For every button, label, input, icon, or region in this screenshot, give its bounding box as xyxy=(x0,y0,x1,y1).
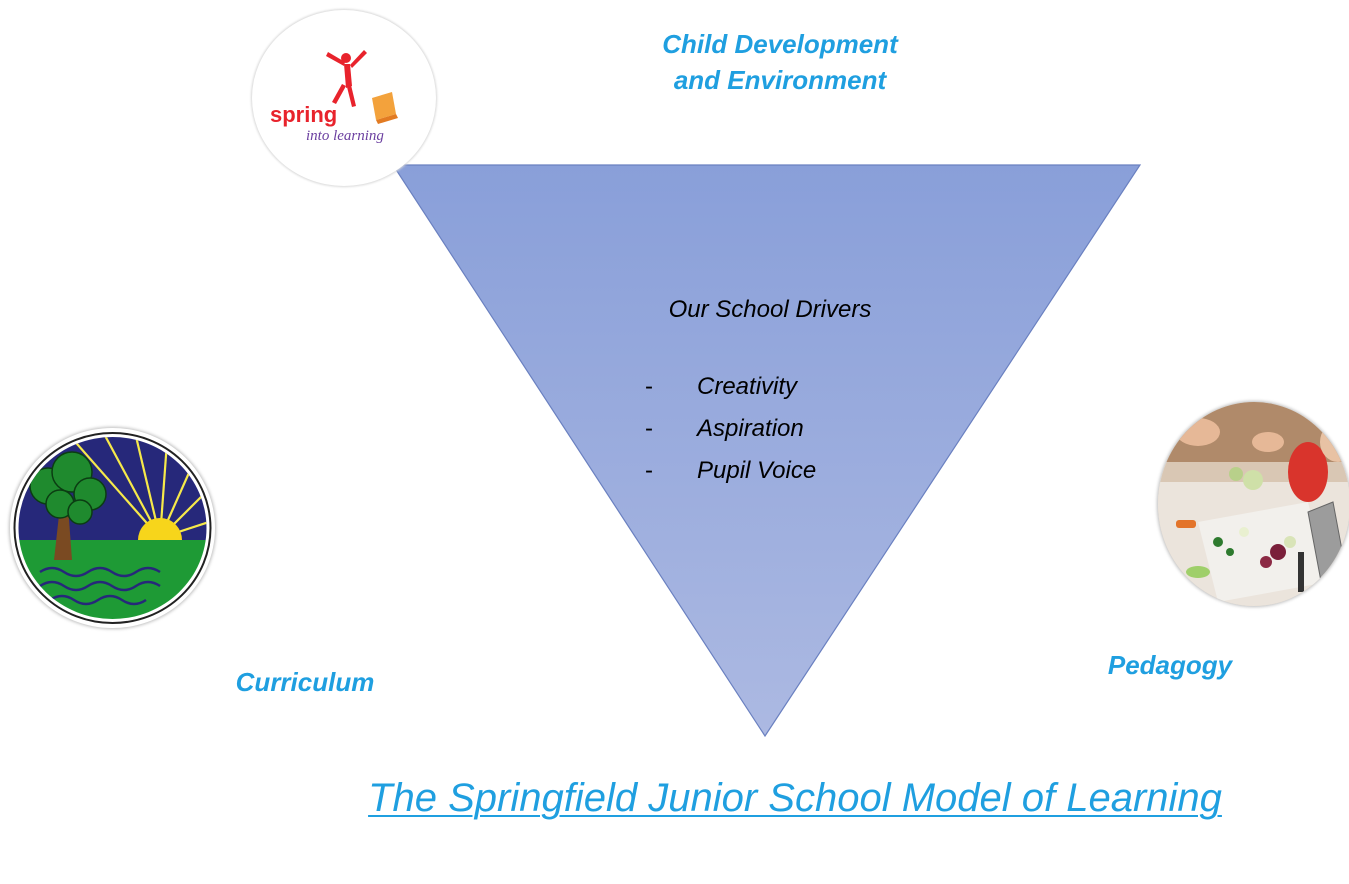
driver-item: - Pupil Voice xyxy=(645,450,816,492)
children-cutting-vegetables-photo-icon xyxy=(1158,402,1349,606)
list-bullet: - xyxy=(645,373,653,400)
driver-item: - Creativity xyxy=(645,366,816,408)
drivers-list: - Creativity - Aspiration - Pupil Voice xyxy=(645,366,816,492)
jumping-figure-icon xyxy=(326,50,367,107)
driver-item: - Aspiration xyxy=(645,408,816,450)
label-pedagogy: Pedagogy xyxy=(1107,650,1233,680)
knife-icon xyxy=(1298,552,1304,592)
grater-icon xyxy=(1307,501,1349,593)
sun-icon xyxy=(138,518,182,540)
river-waves xyxy=(39,566,161,606)
page-title: The Springfield Junior School Model of L… xyxy=(368,776,1222,820)
spring-wordmark: spring xyxy=(270,102,337,127)
driver-label: Creativity xyxy=(697,373,798,400)
pedagogy-photo xyxy=(1158,402,1349,606)
triangle-shape xyxy=(391,164,1142,738)
list-bullet: - xyxy=(645,457,653,484)
school-logo xyxy=(10,428,215,628)
children-hands xyxy=(1176,418,1349,502)
drivers-title: Our School Drivers xyxy=(668,296,872,323)
driver-label: Pupil Voice xyxy=(697,457,817,484)
book-icon xyxy=(372,92,398,124)
spring-into-learning-logo: spring into learning xyxy=(252,10,436,186)
vegetable-pieces xyxy=(1176,467,1296,578)
list-bullet: - xyxy=(645,415,653,442)
driver-label: Aspiration xyxy=(697,415,804,442)
tree-icon xyxy=(29,451,107,560)
label-child-development-line2: and Environment xyxy=(673,65,887,95)
spring-logo-graphic: spring into learning xyxy=(270,50,398,144)
label-child-development-line1: Child Development xyxy=(662,29,898,59)
label-curriculum: Curriculum xyxy=(235,667,375,697)
label-child-development: Child Development and Environment xyxy=(590,26,970,98)
into-learning-wordmark: into learning xyxy=(306,128,384,144)
tree-sun-river-logo-icon xyxy=(13,432,212,624)
